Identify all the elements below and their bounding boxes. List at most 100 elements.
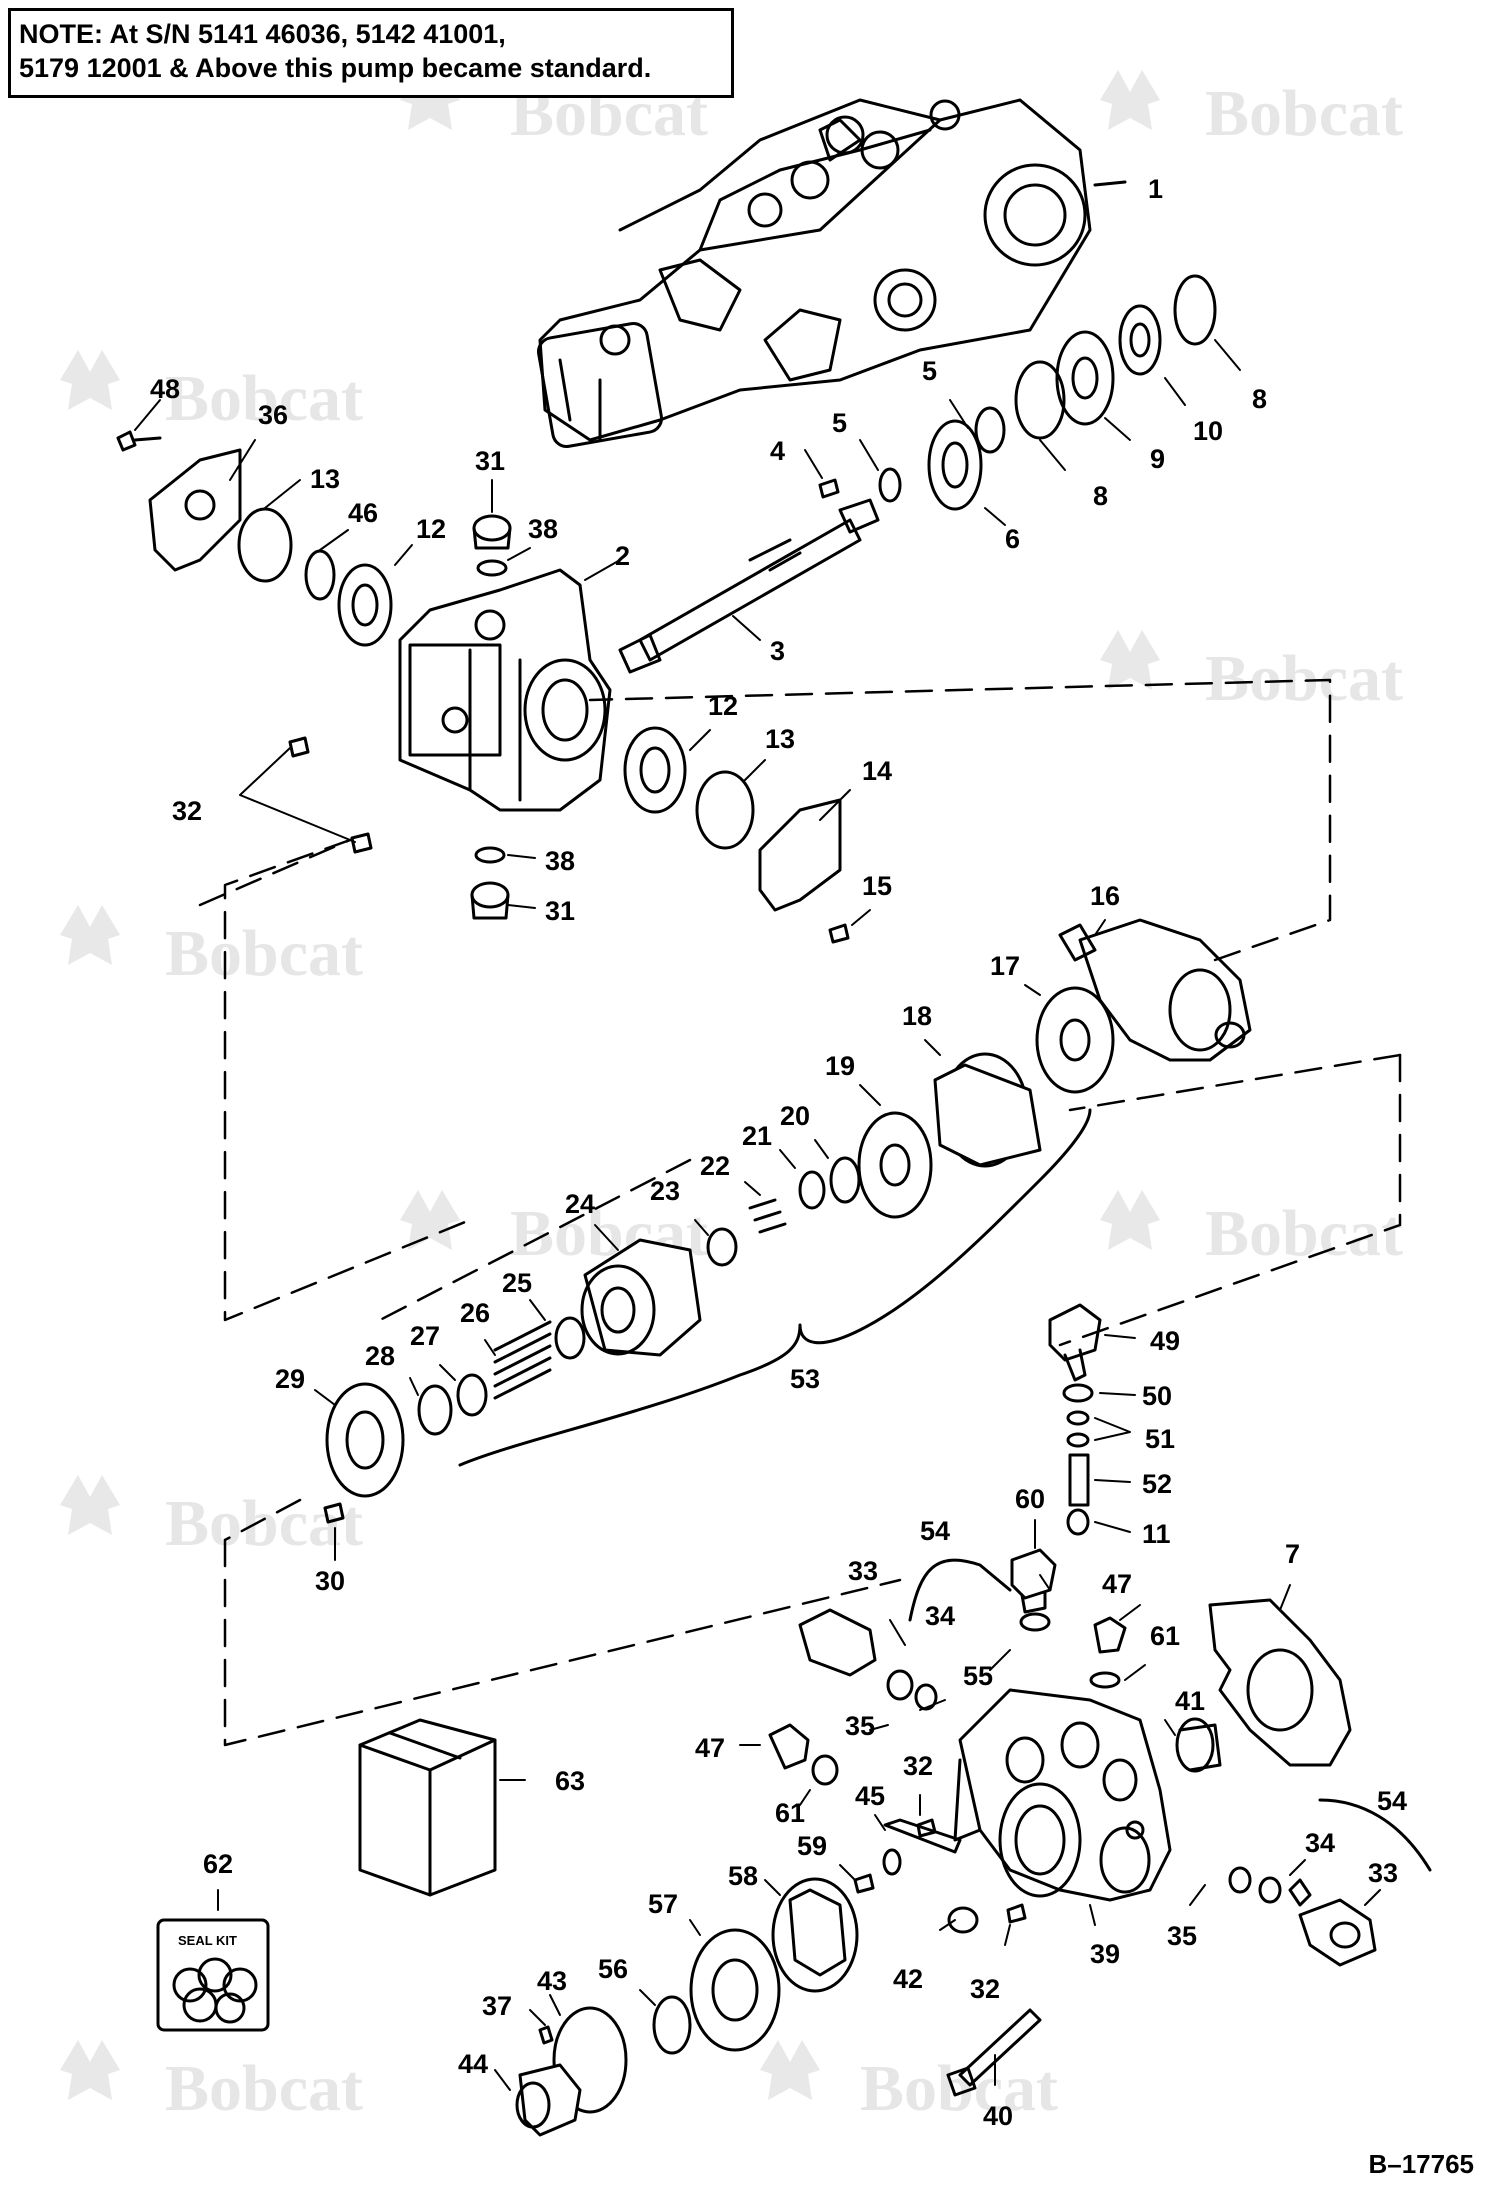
callout-38: 38 bbox=[545, 846, 575, 876]
callout-24: 24 bbox=[565, 1189, 595, 1219]
watermark-text: Bobcat bbox=[165, 1487, 363, 1560]
callout-26: 26 bbox=[460, 1298, 490, 1328]
callout-39: 39 bbox=[1090, 1939, 1120, 1969]
assembly-guide-lines bbox=[198, 678, 1402, 1747]
lower-left-parts bbox=[515, 1818, 1027, 2137]
callout-55: 55 bbox=[963, 1661, 993, 1691]
callout-33: 33 bbox=[848, 1556, 878, 1586]
watermark-text: Bobcat bbox=[860, 2052, 1058, 2125]
leader-lines bbox=[134, 339, 1381, 2091]
watermark-text: Bobcat bbox=[1205, 642, 1403, 715]
callout-10: 10 bbox=[1193, 416, 1223, 446]
callout-6: 6 bbox=[1005, 524, 1020, 554]
watermark-text: Bobcat bbox=[1205, 77, 1403, 150]
callout-50: 50 bbox=[1142, 1381, 1172, 1411]
rotating-group-lower bbox=[323, 1238, 702, 1524]
callout-15: 15 bbox=[862, 871, 892, 901]
callout-36: 36 bbox=[258, 400, 288, 430]
callout-8: 8 bbox=[1252, 384, 1267, 414]
valve-cartridge-right bbox=[1228, 1798, 1432, 1967]
manifold-block-39 bbox=[953, 1688, 1172, 1902]
callout-17: 17 bbox=[990, 951, 1020, 981]
callout-20: 20 bbox=[780, 1101, 810, 1131]
callout-14: 14 bbox=[862, 756, 892, 786]
watermark-text: Bobcat bbox=[165, 917, 363, 990]
callout-4: 4 bbox=[770, 436, 785, 466]
watermark-text: Bobcat bbox=[1205, 1197, 1403, 1270]
callout-51: 51 bbox=[1145, 1424, 1175, 1454]
callout-8: 8 bbox=[1093, 481, 1108, 511]
callout-58: 58 bbox=[728, 1861, 758, 1891]
seal-kit-62 bbox=[156, 1918, 270, 2032]
callout-25: 25 bbox=[502, 1268, 532, 1298]
callout-34: 34 bbox=[1305, 1828, 1335, 1858]
callout-11: 11 bbox=[1142, 1519, 1171, 1549]
callout-18: 18 bbox=[902, 1001, 932, 1031]
callout-54: 54 bbox=[1377, 1786, 1407, 1816]
front-seal-stack bbox=[818, 274, 1217, 511]
plugs-31-38 bbox=[470, 514, 512, 920]
callout-48: 48 bbox=[150, 374, 180, 404]
callout-35: 35 bbox=[845, 1711, 875, 1741]
callout-60: 60 bbox=[1015, 1484, 1045, 1514]
pump-housing bbox=[398, 568, 612, 812]
callout-33: 33 bbox=[1368, 1858, 1398, 1888]
kit-box-63 bbox=[358, 1718, 497, 1897]
callout-43: 43 bbox=[537, 1966, 567, 1996]
callout-62: 62 bbox=[203, 1849, 233, 1879]
callout-52: 52 bbox=[1142, 1469, 1172, 1499]
callout-5: 5 bbox=[922, 356, 937, 386]
callout-57: 57 bbox=[648, 1889, 678, 1919]
callout-19: 19 bbox=[825, 1051, 855, 1081]
callout-22: 22 bbox=[700, 1151, 730, 1181]
callout-12: 12 bbox=[708, 691, 738, 721]
callout-35: 35 bbox=[1167, 1921, 1197, 1951]
callout-3: 3 bbox=[770, 636, 785, 666]
callout-31: 31 bbox=[475, 446, 505, 476]
drive-shaft bbox=[618, 498, 880, 674]
callout-7: 7 bbox=[1285, 1539, 1300, 1569]
callout-53: 53 bbox=[790, 1364, 820, 1394]
callout-61: 61 bbox=[775, 1798, 805, 1828]
watermark-text: Bobcat bbox=[165, 2052, 363, 2125]
left-side-parts bbox=[116, 430, 393, 647]
callout-2: 2 bbox=[615, 541, 630, 571]
callout-12: 12 bbox=[416, 514, 446, 544]
valve-cartridge-upper bbox=[798, 1558, 1012, 1711]
callout-56: 56 bbox=[598, 1954, 628, 1984]
callout-32: 32 bbox=[172, 796, 202, 826]
callout-13: 13 bbox=[310, 464, 340, 494]
callout-29: 29 bbox=[275, 1364, 305, 1394]
callout-40: 40 bbox=[983, 2101, 1013, 2131]
callout-32: 32 bbox=[903, 1751, 933, 1781]
figure-id: B–17765 bbox=[1368, 2149, 1474, 2179]
bolt-40 bbox=[946, 2008, 1042, 2097]
bracket-53 bbox=[458, 1108, 1092, 1467]
callout-28: 28 bbox=[365, 1341, 395, 1371]
callout-32: 32 bbox=[970, 1974, 1000, 2004]
callout-47: 47 bbox=[695, 1733, 725, 1763]
callout-9: 9 bbox=[1150, 444, 1165, 474]
watermark-layer: Bobcat Bobcat Bobcat Bobcat Bobcat Bobca… bbox=[60, 70, 1403, 2125]
note-line-2: 5179 12001 & Above this pump became stan… bbox=[19, 53, 652, 83]
callout-27: 27 bbox=[410, 1321, 440, 1351]
callout-21: 21 bbox=[742, 1121, 772, 1151]
callout-49: 49 bbox=[1150, 1326, 1180, 1356]
callout-30: 30 bbox=[315, 1566, 345, 1596]
callout-38: 38 bbox=[528, 514, 558, 544]
callout-41: 41 bbox=[1175, 1686, 1205, 1716]
callout-47: 47 bbox=[1102, 1569, 1132, 1599]
callout-45: 45 bbox=[855, 1781, 885, 1811]
dowels-32 bbox=[288, 736, 373, 854]
callout-23: 23 bbox=[650, 1176, 680, 1206]
callout-63: 63 bbox=[555, 1766, 585, 1796]
note-line-1: NOTE: At S/N 5141 46036, 5142 41001, bbox=[19, 19, 506, 49]
callout-5: 5 bbox=[832, 408, 847, 438]
seal-kit-label: SEAL KIT bbox=[178, 1933, 237, 1948]
relief-valve-stack bbox=[1048, 1303, 1102, 1536]
callout-46: 46 bbox=[348, 498, 378, 528]
plug-60-55 bbox=[1010, 1548, 1057, 1632]
callout-1: 1 bbox=[1148, 174, 1163, 204]
